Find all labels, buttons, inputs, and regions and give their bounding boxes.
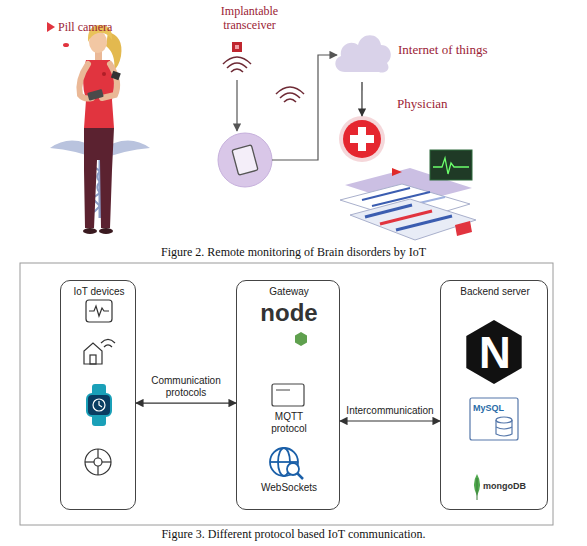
records-illustration — [455, 221, 472, 236]
node-text: node — [237, 299, 341, 327]
device-icon — [84, 300, 115, 475]
mysql-icon — [470, 398, 518, 440]
transceiver-chip — [232, 42, 242, 52]
process-box: IoT devices — [60, 280, 136, 510]
node-text: MQTT protocol — [259, 411, 319, 435]
callout-label: Implantable transceiver — [212, 4, 287, 32]
patient-figure — [102, 64, 117, 98]
node-text: N — [465, 328, 525, 378]
smartwatch-icon — [93, 399, 105, 411]
device-icon — [89, 306, 109, 316]
physician-icon — [339, 116, 385, 162]
connector — [361, 82, 362, 116]
records-illustration — [365, 205, 412, 217]
signal-line — [236, 80, 237, 131]
figure-caption: Figure 3. Different protocol based IoT c… — [0, 527, 587, 541]
patient-figure — [99, 228, 113, 234]
wireless-signal — [223, 57, 251, 64]
patient-figure — [84, 128, 114, 228]
node-text: Internet of things — [398, 42, 488, 58]
patient-figure — [111, 71, 121, 80]
node-text: mongoDB — [483, 481, 526, 492]
tablet-icon — [232, 145, 258, 175]
cloud-shape — [331, 24, 393, 80]
node-text: Backend server — [441, 286, 549, 298]
wireless-signal — [280, 93, 300, 98]
node-text: WebSockets — [237, 482, 341, 494]
edge-label: Intercommunication — [340, 405, 440, 417]
device-icon — [97, 449, 98, 458]
device-icon — [85, 449, 111, 475]
connector — [340, 420, 440, 421]
patient-figure — [102, 72, 106, 76]
ecg-wave — [433, 158, 469, 174]
mysql-icon — [496, 427, 512, 429]
websocket-icon — [270, 448, 303, 479]
mysql-icon — [496, 420, 512, 436]
mongodb-leaf — [477, 478, 478, 500]
records-illustration — [396, 216, 452, 230]
records-illustration — [350, 199, 476, 240]
edge-label: Communication protocols — [146, 375, 226, 399]
mqtt-icon — [276, 390, 290, 391]
node-text: Gateway — [237, 286, 341, 298]
device-icon — [90, 355, 96, 364]
physician-icon — [339, 116, 385, 162]
device-icon — [104, 345, 112, 347]
records-illustration — [392, 168, 402, 180]
websocket-icon — [297, 473, 303, 479]
device-icon — [85, 461, 94, 462]
transceiver-chip — [235, 45, 239, 49]
wireless-signal — [231, 69, 243, 72]
device-icon — [86, 300, 112, 322]
smartwatch-icon — [99, 401, 102, 407]
process-box: GatewaynodeMQTT protocolWebSockets — [236, 280, 340, 510]
nodejs-badge — [295, 332, 307, 346]
patient-figure — [63, 43, 69, 47]
wireless-signal — [227, 63, 247, 68]
patient-figure — [63, 25, 121, 234]
patient-figure — [83, 228, 97, 234]
smartwatch-icon — [87, 384, 111, 426]
device-icon — [102, 461, 111, 462]
uplink-line — [272, 55, 337, 160]
websocket-icon — [270, 448, 298, 476]
physician-icon — [350, 135, 374, 143]
mqtt-icon — [272, 384, 304, 406]
connector — [136, 402, 236, 403]
physician-icon — [343, 120, 381, 158]
figure-caption: Figure 2. Remote monitoring of Brain dis… — [0, 245, 587, 259]
cloud-shape — [335, 35, 390, 72]
node-text: IoT devices — [61, 286, 137, 298]
patient-figure — [87, 89, 104, 101]
tablet-circle — [218, 133, 272, 187]
node-text: Physician — [397, 96, 448, 112]
device-icon — [94, 458, 102, 466]
mysql-icon — [496, 417, 512, 423]
cloud-node: Internet of things — [328, 22, 498, 82]
node-text: MySQL — [473, 403, 504, 414]
device-icon — [101, 340, 115, 344]
pill-marker — [47, 22, 55, 32]
wireless-signal — [276, 87, 304, 94]
callout-label: Pill camera — [58, 20, 112, 34]
wireless-signal — [284, 99, 296, 102]
mysql-icon — [470, 398, 518, 440]
device-icon — [97, 466, 98, 475]
ecg-monitor — [430, 150, 472, 180]
figure-frame — [20, 263, 553, 525]
smartwatch-icon — [87, 394, 111, 416]
process-box: Backend serverN MySQL mongoDB — [440, 280, 548, 510]
wireless-signal — [223, 57, 304, 102]
device-icon — [84, 343, 102, 364]
physician-node: Physician — [339, 116, 449, 164]
